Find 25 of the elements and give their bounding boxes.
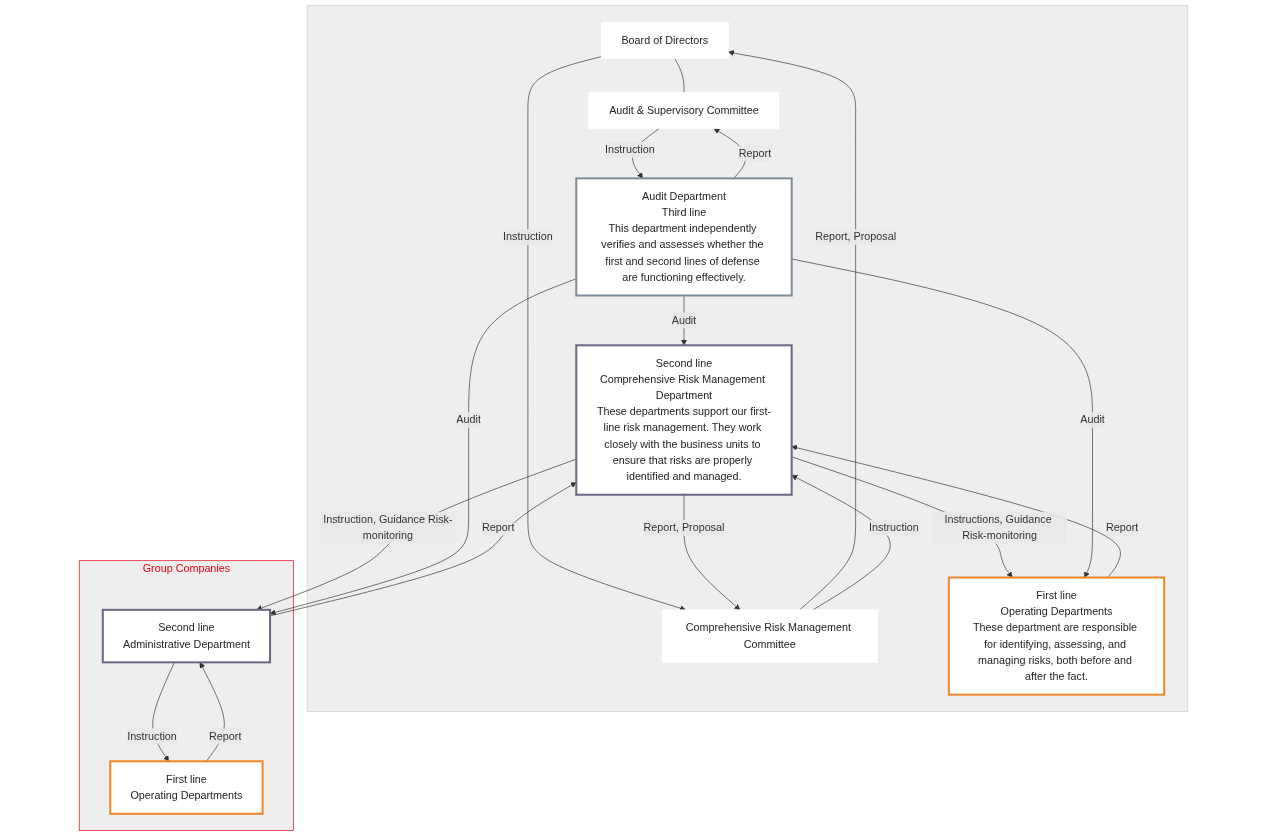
- edge-label: Instructions, Guidance Risk-monitoring: [944, 513, 1052, 542]
- edge-label: Report, Proposal: [643, 521, 725, 534]
- node-box: Second line Administrative Department: [101, 608, 272, 664]
- edge-label: Report: [209, 730, 242, 742]
- cluster: [306, 5, 1189, 712]
- edge-label: Audit: [456, 413, 481, 426]
- node-box: Second line Comprehensive Risk Management Department These departments support our first-line risk management. They work closely with the business units to ensure that risks are properly identified and managed.: [575, 344, 793, 496]
- edge-label: Instruction: [127, 730, 177, 742]
- node-box: First line Operating Departments: [109, 760, 264, 815]
- node-box: Comprehensive Risk Management Committee: [661, 609, 878, 663]
- connector: [674, 58, 685, 93]
- edge-label: Report: [1105, 521, 1139, 534]
- edge-label: Audit: [671, 314, 697, 326]
- edge-label: Report, Proposal: [815, 230, 897, 243]
- edge-label: Instruction, Guidance Risk-monitoring: [323, 513, 453, 542]
- node-box: First line Operating Departments These department are responsible for identifying, assessing, and managing risks, both before and after the fact.: [947, 576, 1166, 696]
- edge-label: Instruction: [604, 143, 655, 156]
- node-box: Board of Directors: [600, 21, 729, 59]
- edge-label: Audit: [1080, 413, 1105, 426]
- edge-label: Instruction: [869, 521, 919, 534]
- edge-label: Report: [482, 521, 515, 534]
- edge-label: Instruction: [503, 230, 553, 243]
- node-box: Audit & Supervisory Committee: [588, 91, 780, 129]
- edge-label: Report: [738, 147, 772, 159]
- node-box: Audit Department Third line This department independently verifies and assesses whether the first and second lines of defense are functioning effectively.: [575, 177, 793, 297]
